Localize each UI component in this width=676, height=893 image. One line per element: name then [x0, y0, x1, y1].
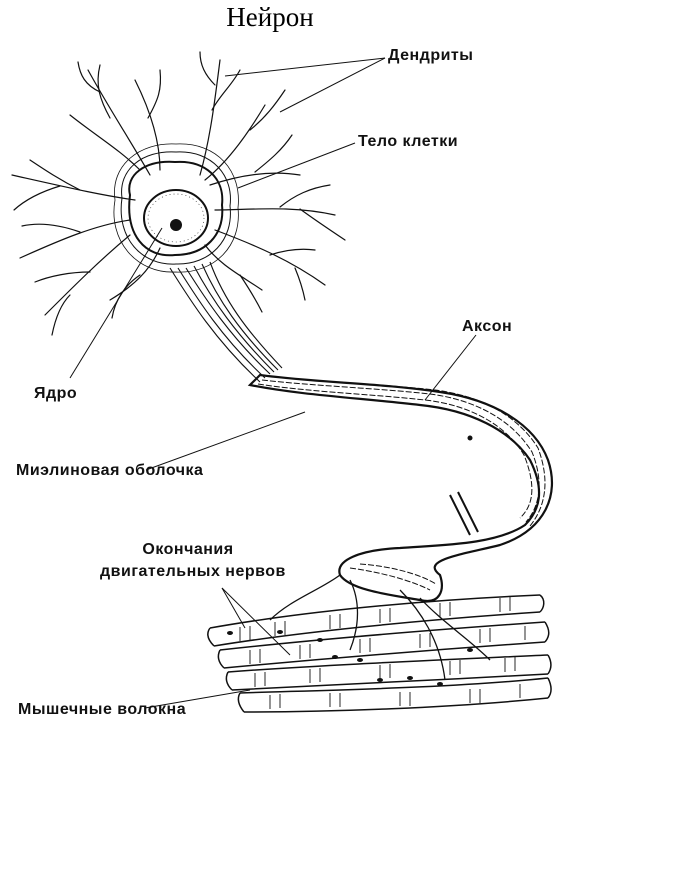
- muscle-fibers: [207, 594, 552, 713]
- label-cell-body: Тело клетки: [358, 133, 459, 150]
- myelin-sheath: [247, 373, 553, 603]
- nucleus: [143, 189, 209, 247]
- leader-line-endings-2: [221, 587, 291, 656]
- leader-line-dendrites-1: [224, 57, 386, 77]
- label-muscle-fibers: Мышечные волокна: [18, 701, 187, 718]
- leader-line-nucleus: [69, 227, 163, 379]
- diagram-title: Нейрон: [226, 2, 314, 32]
- label-nucleus: Ядро: [34, 385, 78, 402]
- label-endings-line2: двигательных нервов: [100, 563, 286, 580]
- nerve-endings: [269, 574, 491, 681]
- leader-line-endings-1: [221, 587, 246, 629]
- leader-line-muscle: [144, 689, 251, 709]
- label-axon: Аксон: [462, 318, 513, 335]
- leader-line-cell-body: [237, 142, 356, 189]
- label-endings-line1: Окончания: [142, 541, 234, 558]
- leader-line-myelin: [145, 411, 306, 471]
- muscle-striations: [239, 597, 526, 709]
- axon-hillock: [169, 261, 283, 383]
- motor-end-plates: [227, 630, 473, 686]
- cell-body: [113, 143, 239, 273]
- label-myelin-sheath: Миэлиновая оболочка: [16, 462, 204, 479]
- leader-line-dendrites-2: [279, 57, 386, 113]
- dendrites: [11, 51, 346, 336]
- leader-lines: [69, 57, 477, 709]
- label-dendrites: Дендриты: [388, 47, 474, 64]
- leader-line-axon: [424, 334, 477, 401]
